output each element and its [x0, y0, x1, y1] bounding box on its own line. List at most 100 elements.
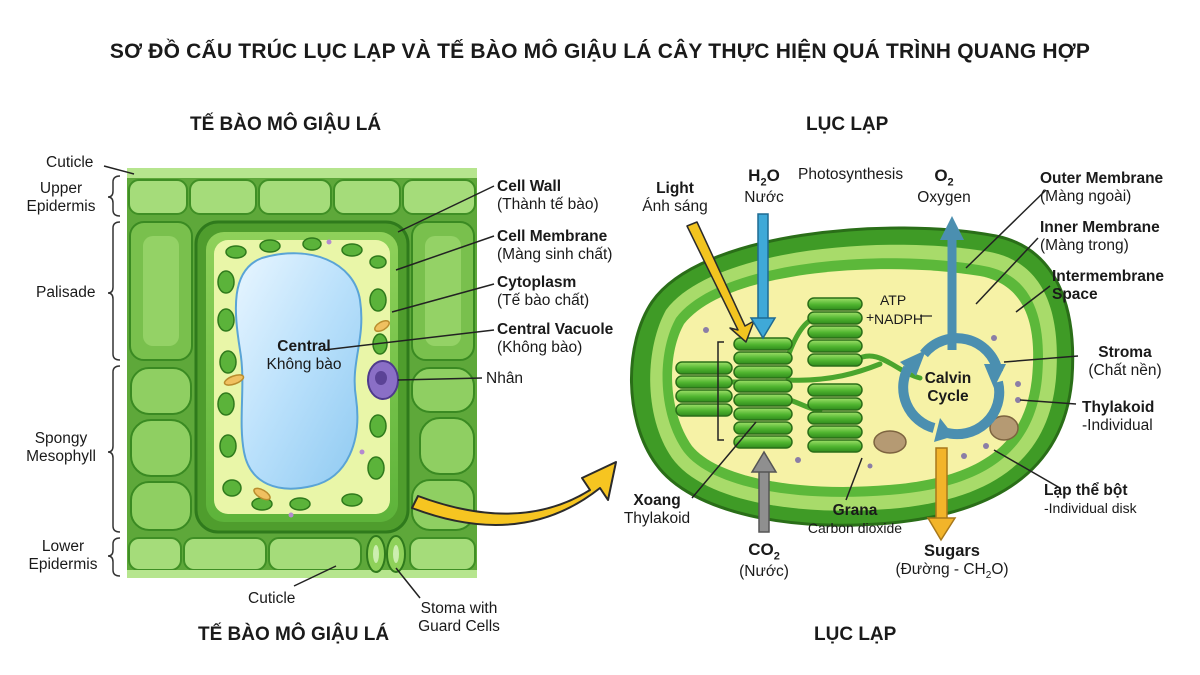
cytoplasm-en: Cytoplasm [497, 274, 577, 291]
h2o-formula: H2O [748, 166, 780, 189]
label-lower-epidermis-line1: Lower [41, 538, 85, 555]
callout-grana: Grana Carbon dioxide [790, 502, 920, 536]
intermembrane-line2: Space [1052, 285, 1098, 303]
callout-intermembrane: Intermembrane Space [1052, 268, 1164, 304]
cytoplasm-vi: (Tế bào chất) [497, 291, 590, 309]
label-spongy-line2: Mesophyll [26, 447, 96, 465]
sugars-arrow [926, 447, 957, 542]
label-central-line2: Không bào [266, 355, 342, 373]
mitochondria [223, 319, 390, 501]
inner-membrane-en: Inner Membrane [1040, 219, 1160, 236]
co2-vi: (Nước) [739, 563, 789, 581]
central-vacuole-en: Central Vacuole [497, 321, 614, 338]
chloroplasts [217, 237, 388, 511]
stoma-guard-cells [366, 535, 406, 573]
lap-the-bot-en: Lạp thể bột [1044, 482, 1128, 499]
light-en: Light [656, 180, 694, 197]
stroma-vi: (Chất nền) [1088, 361, 1162, 379]
label-light: Light Ánh sáng [630, 180, 720, 216]
label-stoma: Stoma with Guard Cells [406, 600, 512, 636]
co2-arrow [750, 450, 778, 533]
label-upper-epidermis: Upper Epidermis [20, 180, 102, 216]
h2o-arrow [749, 213, 777, 340]
stroma-en: Stroma [1098, 344, 1152, 361]
label-cuticle-top: Cuticle [46, 154, 94, 171]
sugars-en: Sugars [924, 542, 980, 560]
label-central-line1: Central [277, 338, 331, 355]
callout-nucleus: Nhân [486, 370, 524, 387]
spongy-mesophyll-cells [130, 367, 475, 531]
callout-thylakoid: Thylakoid -Individual [1082, 399, 1154, 435]
cell-wall-en: Cell Wall [497, 178, 562, 195]
cell-membrane-vi: (Màng sinh chất) [497, 245, 613, 263]
xoang-line1: Xoang [633, 492, 681, 509]
o2-formula: O2 [934, 166, 954, 189]
main-title: SƠ ĐỒ CẤU TRÚC LỤC LẠP VÀ TẾ BÀO MÔ GIẬU… [109, 40, 1091, 63]
calvin-cycle [898, 333, 1006, 442]
label-upper-epidermis-line1: Upper [39, 180, 83, 197]
plus-sign: + [866, 309, 874, 325]
label-nadph: NADPH [874, 311, 924, 327]
outer-membrane-en: Outer Membrane [1040, 170, 1164, 187]
callout-lap-the-bot: Lạp thể bột -Individual disk [1044, 482, 1137, 516]
sugars-vi: (Đường - CH2O) [895, 560, 1009, 582]
left-heading-bottom: TẾ BÀO MÔ GIẬU LÁ [198, 624, 390, 645]
label-sugars: Sugars (Đường - CH2O) [878, 542, 1026, 582]
label-central: Central Không bào [254, 338, 354, 374]
label-h2o: H2O Nước [730, 166, 798, 207]
co2-formula: CO2 [748, 540, 780, 563]
grana-vi: Carbon dioxide [807, 519, 903, 536]
leaf-cross-section [107, 168, 477, 578]
callout-cytoplasm: Cytoplasm (Tế bào chất) [497, 274, 589, 310]
right-heading-bottom: LỤC LẠP [814, 624, 897, 645]
central-vacuole-vi: (Không bào) [497, 338, 583, 356]
intermembrane-line1: Intermembrane [1052, 268, 1164, 285]
thylakoid-vi: -Individual [1082, 416, 1153, 434]
label-stoma-line1: Stoma with [420, 600, 498, 617]
ribosome-dots [703, 327, 1021, 469]
cell-wall-vi: (Thành tế bào) [497, 195, 599, 213]
label-spongy-line1: Spongy [34, 430, 88, 447]
callout-cell-wall: Cell Wall (Thành tế bào) [497, 178, 599, 214]
left-leader-lines [103, 165, 495, 599]
layer-brackets [107, 175, 121, 577]
xoang-line2: Thylakoid [623, 509, 691, 527]
label-co2: CO2 (Nước) [728, 540, 800, 581]
callout-xoang: Xoang Thylakoid [612, 492, 702, 528]
starch-grains [873, 415, 1019, 454]
palisade-side-cells [129, 221, 475, 361]
label-lower-epidermis-line2: Epidermis [28, 555, 98, 573]
right-leader-lines [691, 189, 1079, 501]
left-heading-top: TẾ BÀO MÔ GIẬU LÁ [190, 114, 382, 135]
callout-stroma: Stroma (Chất nền) [1080, 344, 1170, 380]
h2o-vi: Nước [744, 189, 784, 207]
vesicles [288, 239, 365, 518]
label-stoma-line2: Guard Cells [418, 617, 500, 635]
granum-bottom [807, 383, 863, 453]
right-heading-top: LỤC LẠP [806, 114, 889, 135]
lower-epidermis-cells [127, 537, 477, 578]
outer-membrane-vi: (Màng ngoài) [1040, 187, 1132, 205]
lap-the-bot-vi: -Individual disk [1044, 499, 1137, 516]
label-o2: O2 Oxygen [906, 166, 982, 207]
zoom-arrow [411, 461, 617, 526]
label-upper-epidermis-line2: Epidermis [26, 197, 96, 215]
calvin-line1: Calvin [924, 370, 972, 387]
label-atp: ATP [880, 292, 907, 308]
label-lower-epidermis: Lower Epidermis [22, 538, 104, 574]
calvin-line2: Cycle [927, 387, 969, 405]
callout-inner-membrane: Inner Membrane (Màng trong) [1040, 219, 1160, 255]
callout-central-vacuole: Central Vacuole (Không bào) [497, 321, 613, 357]
upper-epidermis-cells [127, 168, 477, 215]
light-vi: Ánh sáng [642, 197, 708, 215]
o2-vi: Oxygen [917, 189, 971, 207]
central-vacuole-shape [234, 252, 363, 490]
label-spongy-mesophyll: Spongy Mesophyll [16, 430, 106, 466]
granum-top [807, 297, 863, 367]
callout-outer-membrane: Outer Membrane (Màng ngoài) [1040, 170, 1163, 206]
label-photosynthesis: Photosynthesis [798, 166, 904, 183]
o2-arrow [940, 216, 964, 350]
light-arrow [686, 221, 755, 343]
grana-en: Grana [832, 502, 878, 519]
